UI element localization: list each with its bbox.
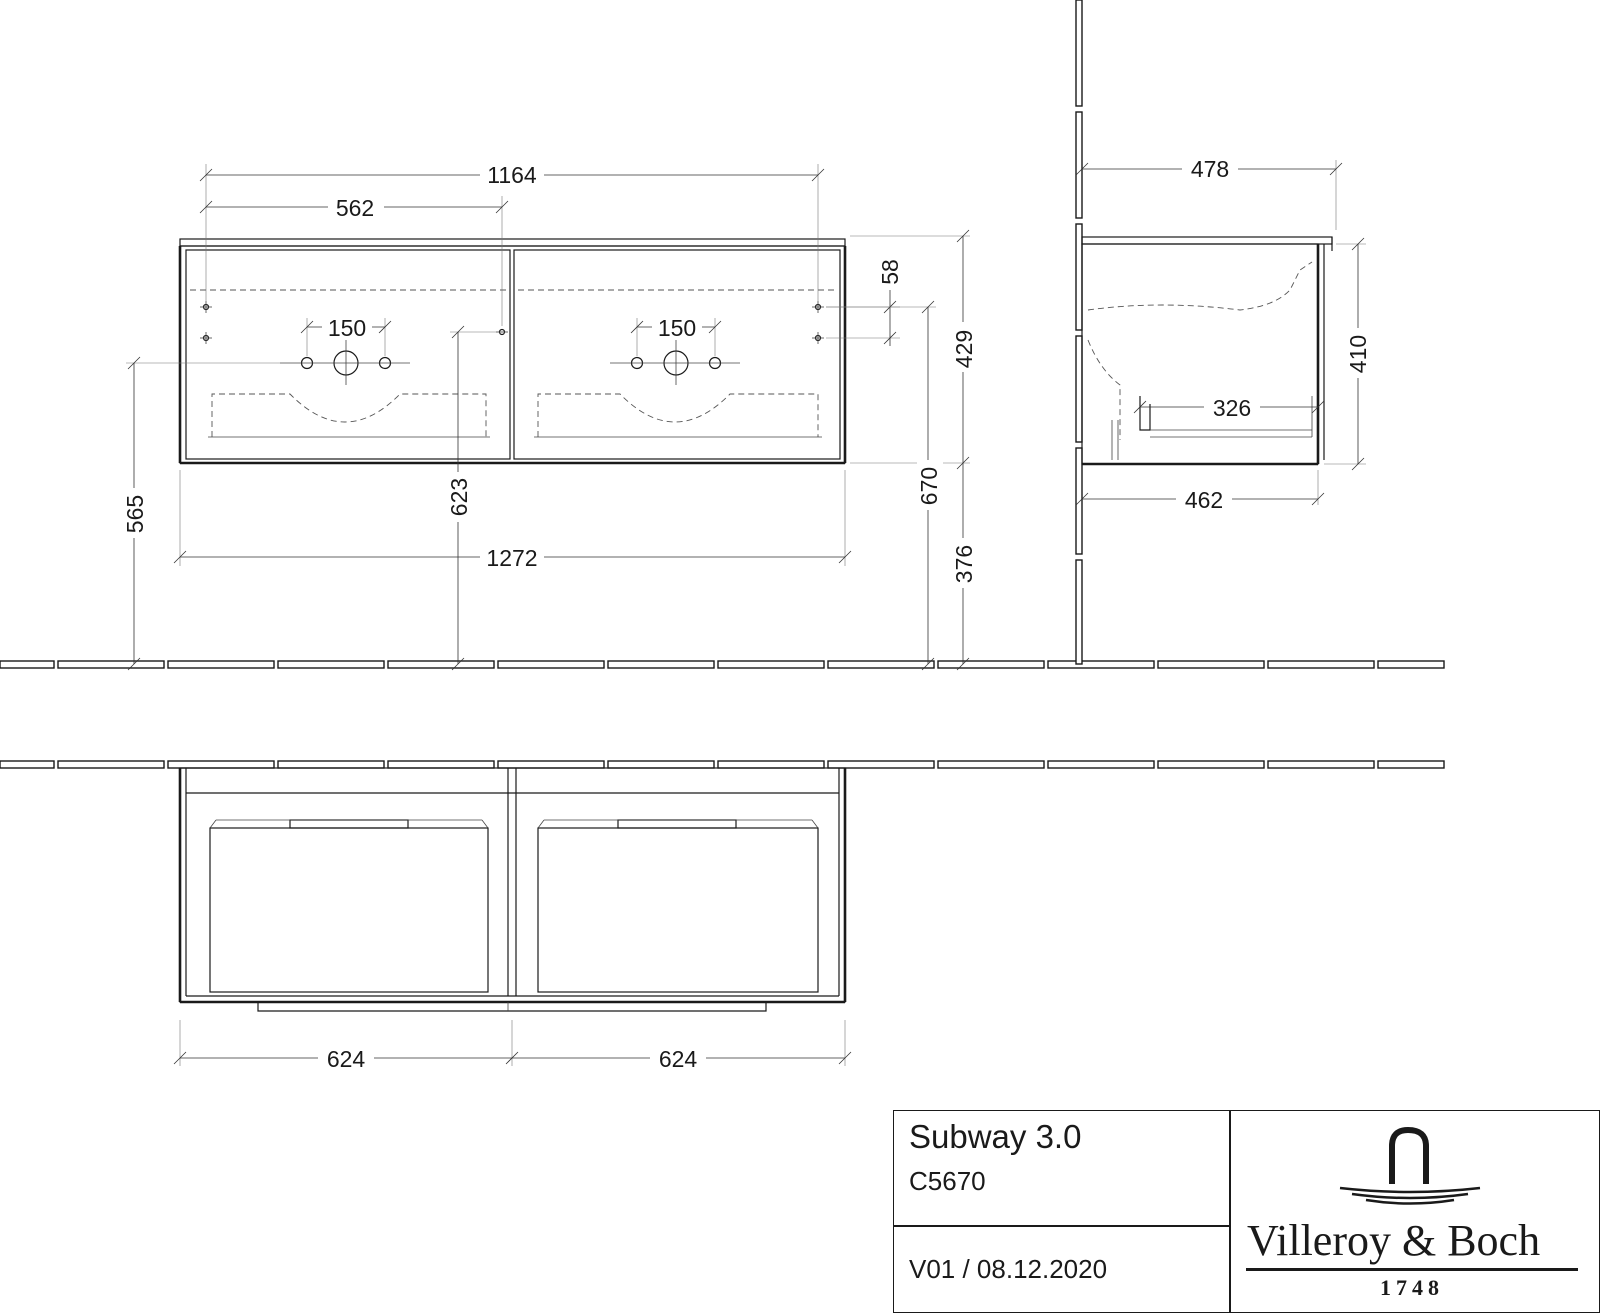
front-view-cabinet — [178, 238, 847, 465]
dim-150-right: 150 — [658, 315, 696, 341]
dim-462: 462 — [1185, 487, 1223, 513]
plan-view-cabinet — [178, 767, 847, 1012]
dim-565: 565 — [122, 495, 148, 533]
dim-410: 410 — [1345, 335, 1371, 373]
dim-478: 478 — [1191, 156, 1229, 182]
dim-670: 670 — [916, 467, 942, 505]
tap-holes-right-icon — [610, 340, 740, 385]
side-view-cabinet — [1081, 236, 1333, 466]
floor-line-front — [0, 660, 1445, 669]
dim-623: 623 — [446, 478, 472, 516]
brand-underline — [1246, 1268, 1578, 1271]
brand-year: 1748 — [1380, 1275, 1444, 1300]
title-block-info-cell — [893, 1110, 1231, 1227]
dim-624-right: 624 — [659, 1046, 698, 1072]
dim-1272: 1272 — [486, 545, 537, 571]
dim-326: 326 — [1213, 395, 1251, 421]
dim-429: 429 — [951, 330, 977, 368]
dim-624-left: 624 — [327, 1046, 366, 1072]
faucet-logo-icon — [1339, 1126, 1481, 1205]
brand-name: Villeroy & Boch — [1247, 1216, 1541, 1265]
dim-562: 562 — [336, 195, 374, 221]
version-date: V01 / 08.12.2020 — [909, 1254, 1108, 1284]
dimension-labels: 1164 562 150 150 58 429 670 376 565 623 … — [122, 154, 1372, 1073]
tap-holes-left-icon — [280, 340, 410, 385]
wall-line-plan — [0, 760, 1445, 769]
plan-dimension-lines — [173, 1020, 852, 1066]
side-dimension-lines — [1075, 160, 1366, 506]
dim-376: 376 — [951, 545, 977, 583]
dim-1164: 1164 — [487, 162, 537, 188]
front-dimension-lines — [126, 164, 970, 671]
dim-150-left: 150 — [328, 315, 366, 341]
product-code: C5670 — [909, 1166, 986, 1196]
product-name: Subway 3.0 — [909, 1118, 1082, 1155]
wall-line-side — [1075, 0, 1083, 665]
dim-58: 58 — [877, 259, 903, 285]
mounting-hole-icon — [200, 301, 824, 344]
